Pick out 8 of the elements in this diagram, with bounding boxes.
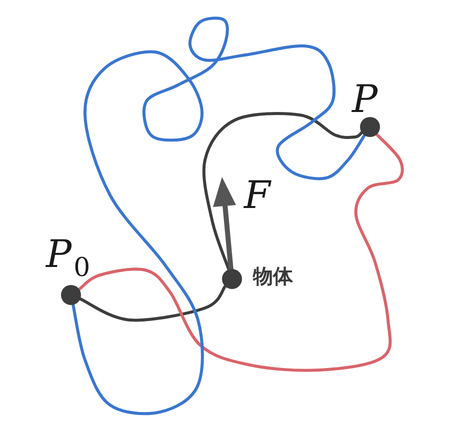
path-curve: [78, 132, 404, 372]
point-label: P$_{0}$: [46, 235, 90, 282]
path-curve: [72, 16, 366, 416]
force-label: F: [244, 176, 270, 214]
object-label: 物体: [253, 266, 293, 286]
path-curve: [78, 284, 227, 322]
path-curve: [202, 112, 364, 272]
point-label: P: [352, 80, 378, 118]
